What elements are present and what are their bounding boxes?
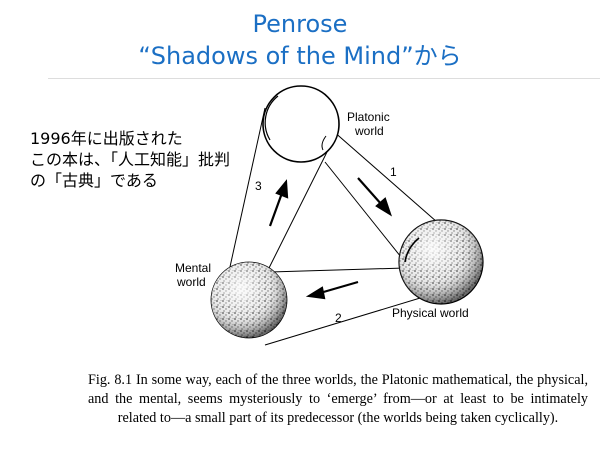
label-platonic: Platonic [347, 110, 390, 124]
mental-world-sphere [210, 261, 288, 339]
figure-caption: Fig. 8.1 In some way, each of the three … [88, 372, 588, 426]
label-physical-world: Physical world [392, 306, 469, 320]
note-line-1: 1996年に出版された [30, 129, 183, 148]
side-note: 1996年に出版された この本は、「人工知能」批判 の「古典」である [30, 128, 230, 191]
label-arrow-1: 1 [390, 165, 397, 179]
title-divider [48, 78, 600, 79]
label-platonic-world: world [354, 124, 384, 138]
note-line-2: この本は、「人工知能」批判 [30, 150, 231, 169]
slide-title: Penrose “Shadows of the Mind”から [0, 8, 600, 72]
title-line-1: Penrose [252, 10, 348, 38]
label-mental-world: world [176, 275, 206, 289]
note-line-3: の「古典」である [30, 171, 158, 190]
label-arrow-2: 2 [335, 311, 342, 325]
cone-physical-to-mental [264, 267, 441, 346]
arrow-3 [268, 179, 289, 227]
label-arrow-3: 3 [255, 179, 262, 193]
platonic-world-sphere [262, 85, 340, 163]
cone-mental-to-platonic [225, 107, 329, 286]
arrow-2 [305, 280, 359, 300]
title-line-2: “Shadows of the Mind”から [138, 42, 462, 70]
label-mental: Mental [175, 261, 211, 275]
physical-world-sphere [398, 219, 484, 305]
arrow-1 [357, 177, 393, 217]
